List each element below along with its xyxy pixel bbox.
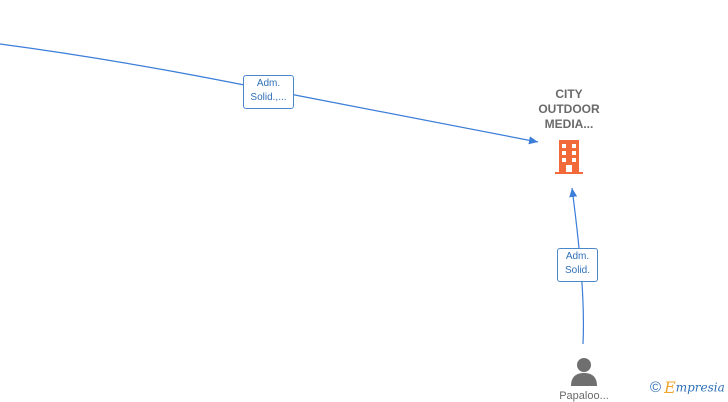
company-name-line: OUTDOOR: [538, 102, 600, 116]
person-icon[interactable]: [568, 355, 600, 387]
edge-label-admin-solid[interactable]: Adm. Solid.,...: [243, 75, 294, 109]
edge-label-line: Solid.,...: [250, 92, 287, 103]
brand-name: mpresia: [675, 380, 725, 395]
person-node[interactable]: Papaloo...: [552, 355, 616, 402]
edge-label-line: Adm.: [565, 251, 590, 262]
edge-label-line: Solid.: [564, 265, 590, 276]
person-name[interactable]: Papaloo...: [559, 390, 609, 402]
brand-logo: ©Empresia: [650, 378, 725, 398]
company-name-line: MEDIA...: [544, 117, 594, 131]
edge-label-line: Adm.: [256, 78, 281, 89]
building-icon[interactable]: [553, 139, 585, 175]
edge-label-admin-solid-person[interactable]: Adm. Solid.: [557, 248, 598, 282]
company-node[interactable]: CITY OUTDOOR MEDIA...: [528, 87, 610, 175]
company-name[interactable]: CITY OUTDOOR MEDIA...: [528, 87, 610, 132]
copyright-icon: ©: [650, 379, 662, 396]
company-name-line: CITY: [555, 87, 583, 101]
brand-initial: E: [664, 378, 676, 397]
